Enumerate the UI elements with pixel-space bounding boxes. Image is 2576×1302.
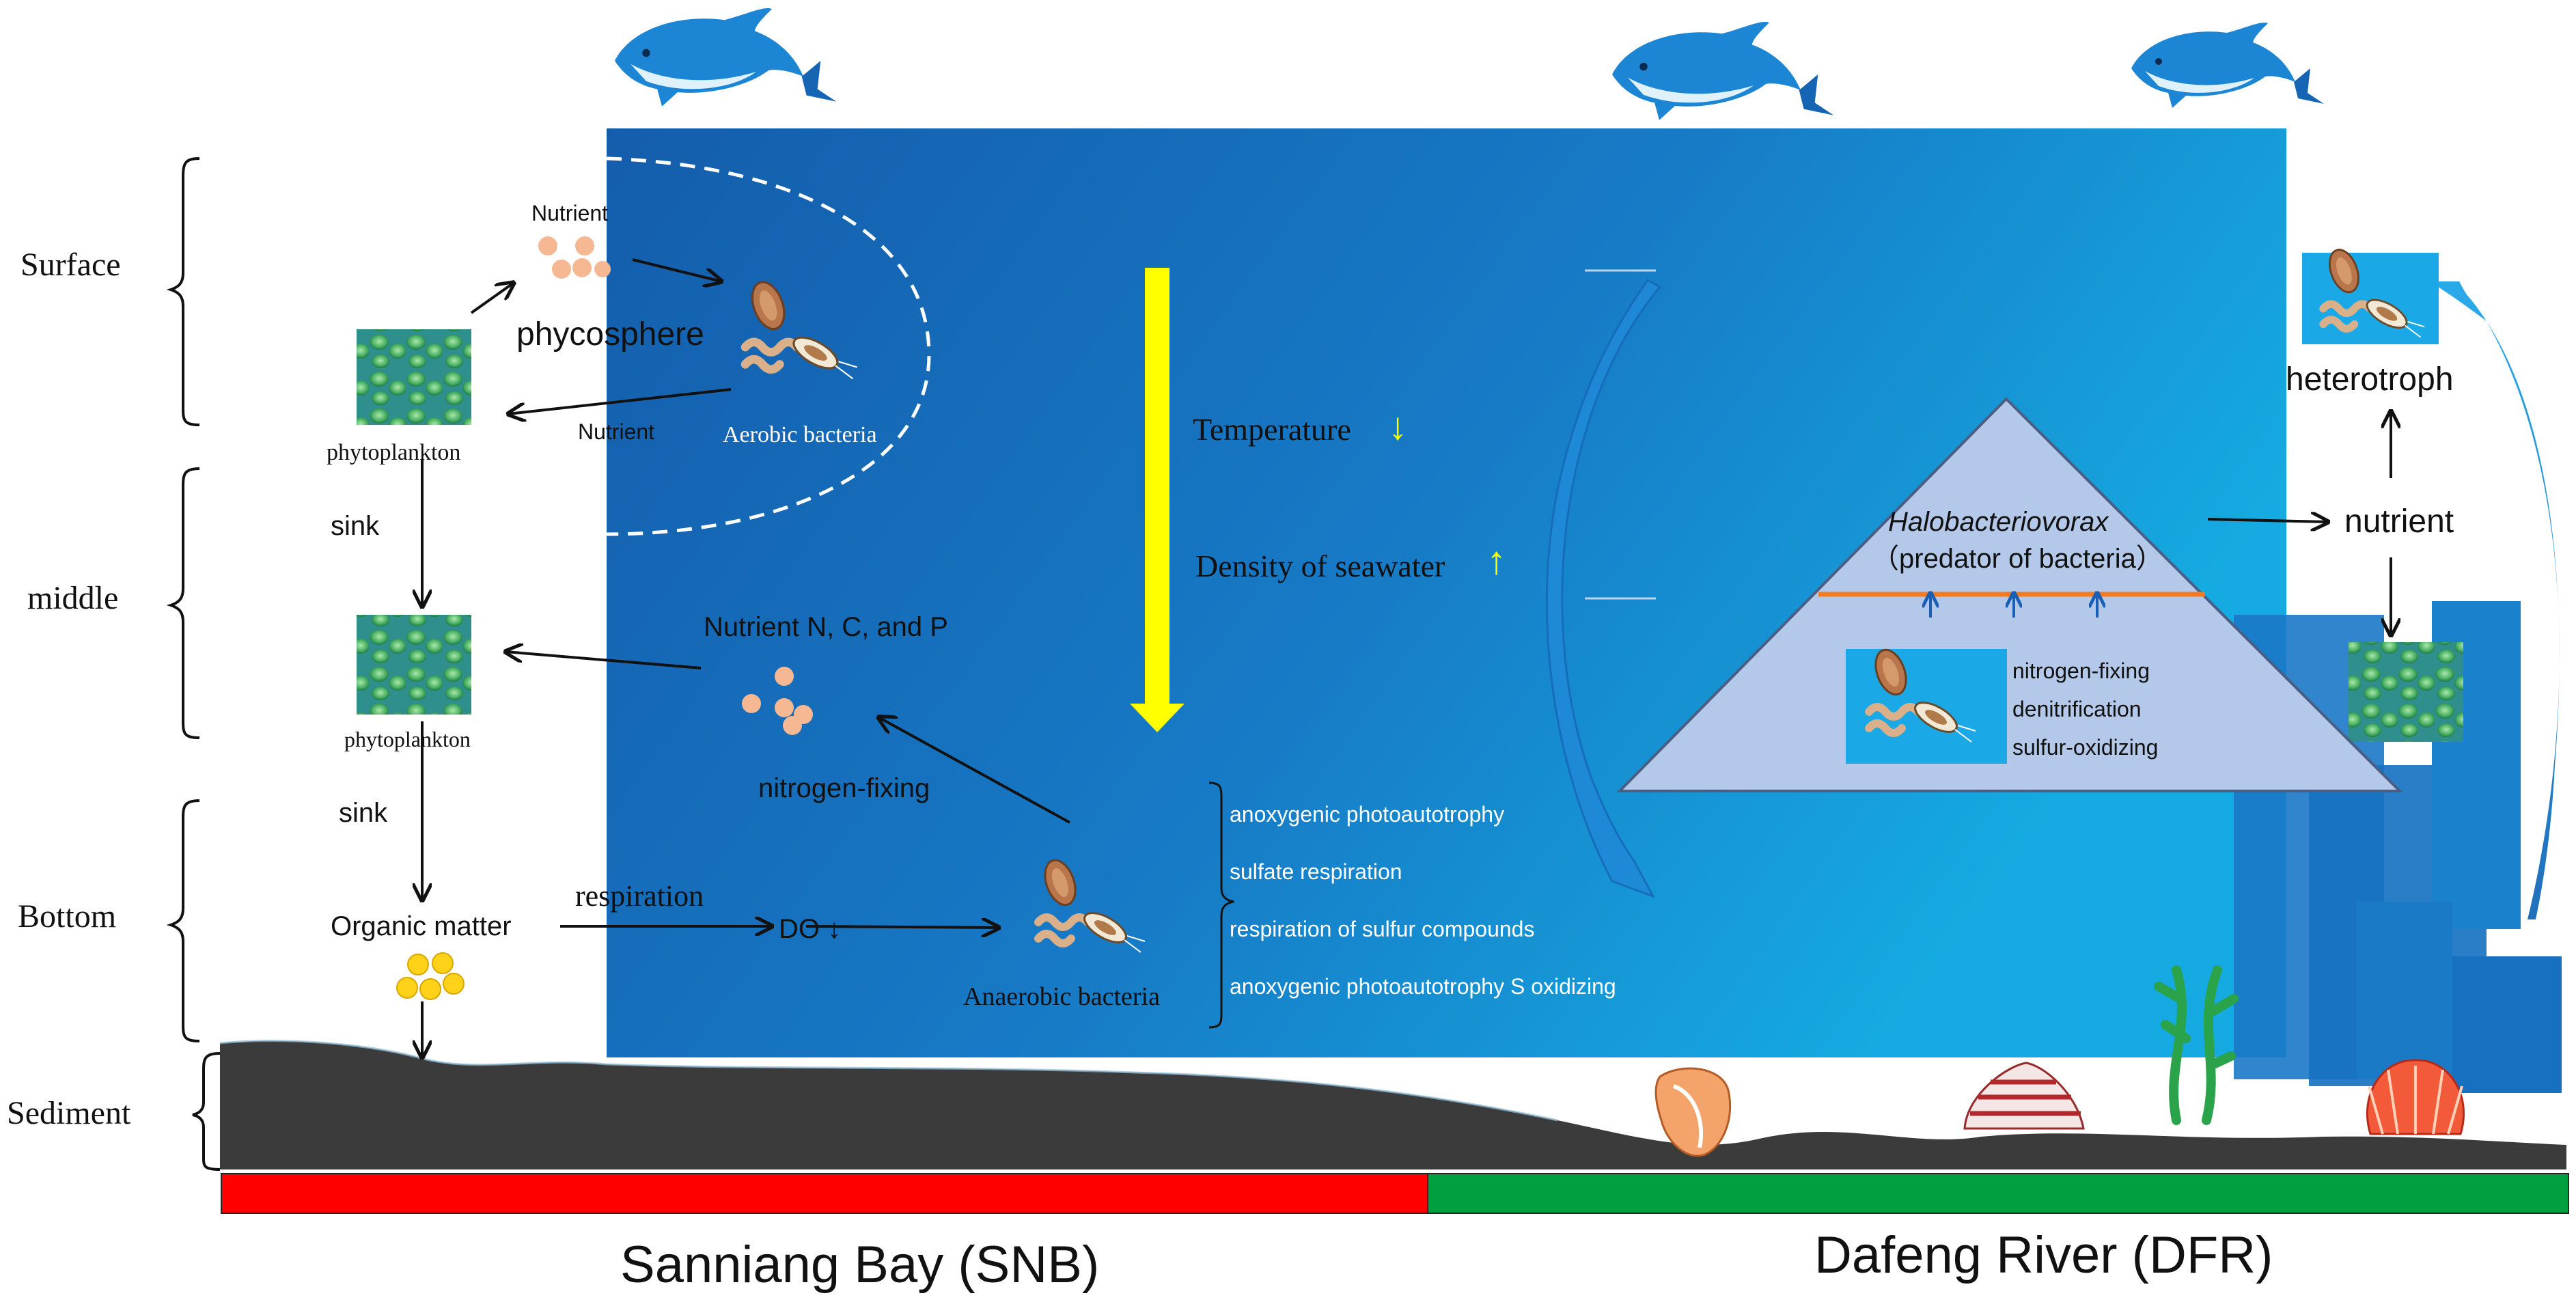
zone-brackets [166, 157, 221, 1171]
nutrient-ncp-dots-icon [742, 667, 813, 735]
anaerobic-bacteria-label: Anaerobic bacteria [963, 982, 1160, 1011]
snb-region-bar [221, 1173, 1428, 1214]
temperature-label: Temperature [1193, 412, 1351, 447]
phycosphere-boundary [606, 156, 931, 536]
spiral-shell-icon [1963, 1062, 2085, 1130]
density-label: Density of seawater [1195, 549, 1445, 583]
predator-name-label: Halobacteriovorax [1888, 507, 2109, 537]
respiration-label: respiration [575, 879, 704, 913]
process-item: sulfate respiration [1230, 859, 1402, 884]
phytoplankton-icon [357, 615, 471, 715]
zone-sediment-label: Sediment [7, 1095, 131, 1131]
zone-middle-label: middle [27, 580, 119, 616]
nutrient-dots-icon [538, 236, 611, 279]
phycosphere-label: phycosphere [516, 316, 704, 352]
nutrient-back-label: Nutrient [578, 419, 655, 444]
density-arrow-icon: ↑ [1486, 538, 1506, 583]
sink-label-2: sink [339, 798, 388, 828]
snb-region-label: Sanniang Bay (SNB) [620, 1236, 1100, 1294]
nutrient-top-label: Nutrient [531, 201, 609, 225]
organic-matter-dots-icon [396, 952, 465, 1000]
pyramid-denitrification-label: denitrification [2012, 697, 2142, 721]
heterotroph-label: heterotroph [2286, 361, 2454, 398]
temperature-arrow-icon: ↓ [1388, 404, 1407, 447]
scallop-shell-icon [2366, 1059, 2465, 1135]
pyramid-nitrogen-fixing-label: nitrogen-fixing [2012, 659, 2150, 683]
nitrogen-fixing-label: nitrogen-fixing [758, 773, 930, 803]
heterotroph-bacteria-icon [2302, 246, 2439, 344]
dfr-region-bar [1427, 1173, 2569, 1214]
process-item: anoxygenic photoautotrophy S oxidizing [1230, 974, 1616, 999]
phytoplankton-icon [2349, 642, 2463, 742]
process-item: anoxygenic photoautotrophy [1230, 802, 1505, 827]
aerobic-bacteria-label: Aerobic bacteria [723, 422, 877, 447]
predator-desc-label: （predator of bacteria） [1872, 544, 2163, 574]
phytoplankton-label-2: phytoplankton [344, 727, 471, 751]
predator-pyramid [1616, 397, 2403, 792]
seaweed-icon [2154, 965, 2239, 1125]
zone-bottom-label: Bottom [18, 898, 117, 934]
mixing-curve-arrow-icon [1545, 279, 1662, 898]
conch-shell-icon [1654, 1067, 1732, 1157]
dolphin-icon [2131, 23, 2324, 108]
do-decrease-label: DO ↓ [779, 914, 842, 944]
pyramid-sulfur-oxidizing-label: sulfur-oxidizing [2012, 735, 2159, 760]
organic-matter-label: Organic matter [331, 911, 512, 941]
sediment-layer [220, 1040, 2566, 1169]
process-item: respiration of sulfur compounds [1230, 917, 1535, 941]
flow-arrows [422, 258, 2391, 1057]
nutrient-label: nutrient [2344, 503, 2454, 540]
gradient-arrow-icon [1130, 268, 1185, 732]
phytoplankton-label-1: phytoplankton [327, 440, 461, 465]
dolphin-icon [1612, 22, 1834, 120]
dolphin-icon [615, 8, 837, 107]
phytoplankton-icon [357, 329, 471, 425]
zone-surface-label: Surface [20, 247, 121, 283]
process-bracket [1208, 781, 1234, 1029]
upwelling-curve-arrow-icon [2429, 281, 2560, 919]
nutrient-ncp-label: Nutrient N, C, and P [704, 612, 948, 642]
dfr-region-label: Dafeng River (DFR) [1814, 1226, 2273, 1284]
sink-label-1: sink [331, 511, 380, 541]
ocean-body [607, 128, 2562, 1093]
